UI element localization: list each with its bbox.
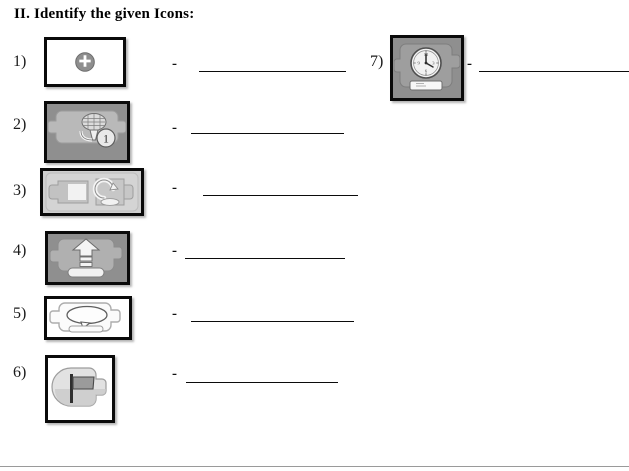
page-title: II. Identify the given Icons: — [14, 6, 195, 22]
svg-text:1: 1 — [103, 132, 109, 146]
question-number-5: 5) — [13, 305, 27, 322]
nxt-plus-circle-icon-glyph — [47, 40, 123, 84]
question-number-6: 6) — [13, 364, 27, 381]
nxt-move-forward-icon[interactable] — [45, 231, 130, 285]
answer-line-4[interactable] — [185, 258, 345, 259]
answer-dash-6: - — [172, 366, 177, 382]
answer-dash-7: - — [467, 56, 472, 72]
svg-text:6: 6 — [425, 68, 428, 73]
nxt-sound-output-icon-glyph — [47, 299, 129, 337]
nxt-move-forward-icon-glyph — [48, 234, 127, 282]
nxt-sound-output-icon[interactable] — [44, 296, 132, 340]
question-number-2: 2) — [13, 116, 27, 133]
nxt-sound-sensor-icon[interactable]: 1 — [44, 101, 130, 163]
answer-dash-4: - — [172, 243, 177, 259]
nxt-start-flag-icon-glyph — [48, 358, 112, 420]
answer-line-5[interactable] — [191, 321, 354, 322]
footer-divider — [0, 466, 629, 467]
answer-line-3[interactable] — [203, 195, 358, 196]
nxt-loop-icon-glyph — [43, 171, 141, 213]
answer-dash-2: - — [172, 120, 177, 136]
answer-dash-5: - — [172, 306, 177, 322]
question-number-4: 4) — [13, 242, 27, 259]
answer-line-2[interactable] — [191, 133, 344, 134]
nxt-wait-clock-icon-glyph: 12 3 6 9 — [393, 38, 461, 98]
svg-text:9: 9 — [417, 61, 420, 66]
question-number-1: 1) — [13, 53, 27, 70]
question-number-7: 7) — [370, 53, 384, 70]
nxt-loop-icon[interactable] — [40, 168, 144, 216]
svg-text:3: 3 — [432, 61, 435, 66]
nxt-sound-sensor-icon-glyph: 1 — [47, 104, 127, 160]
answer-dash-1: - — [172, 56, 177, 72]
nxt-plus-circle-icon[interactable] — [44, 37, 126, 87]
nxt-wait-clock-icon[interactable]: 12 3 6 9 — [390, 35, 464, 101]
answer-line-7[interactable] — [479, 71, 629, 72]
nxt-start-flag-icon[interactable] — [45, 355, 115, 423]
answer-line-6[interactable] — [186, 382, 338, 383]
answer-dash-3: - — [172, 180, 177, 196]
question-number-3: 3) — [13, 182, 27, 199]
answer-line-1[interactable] — [199, 71, 346, 72]
